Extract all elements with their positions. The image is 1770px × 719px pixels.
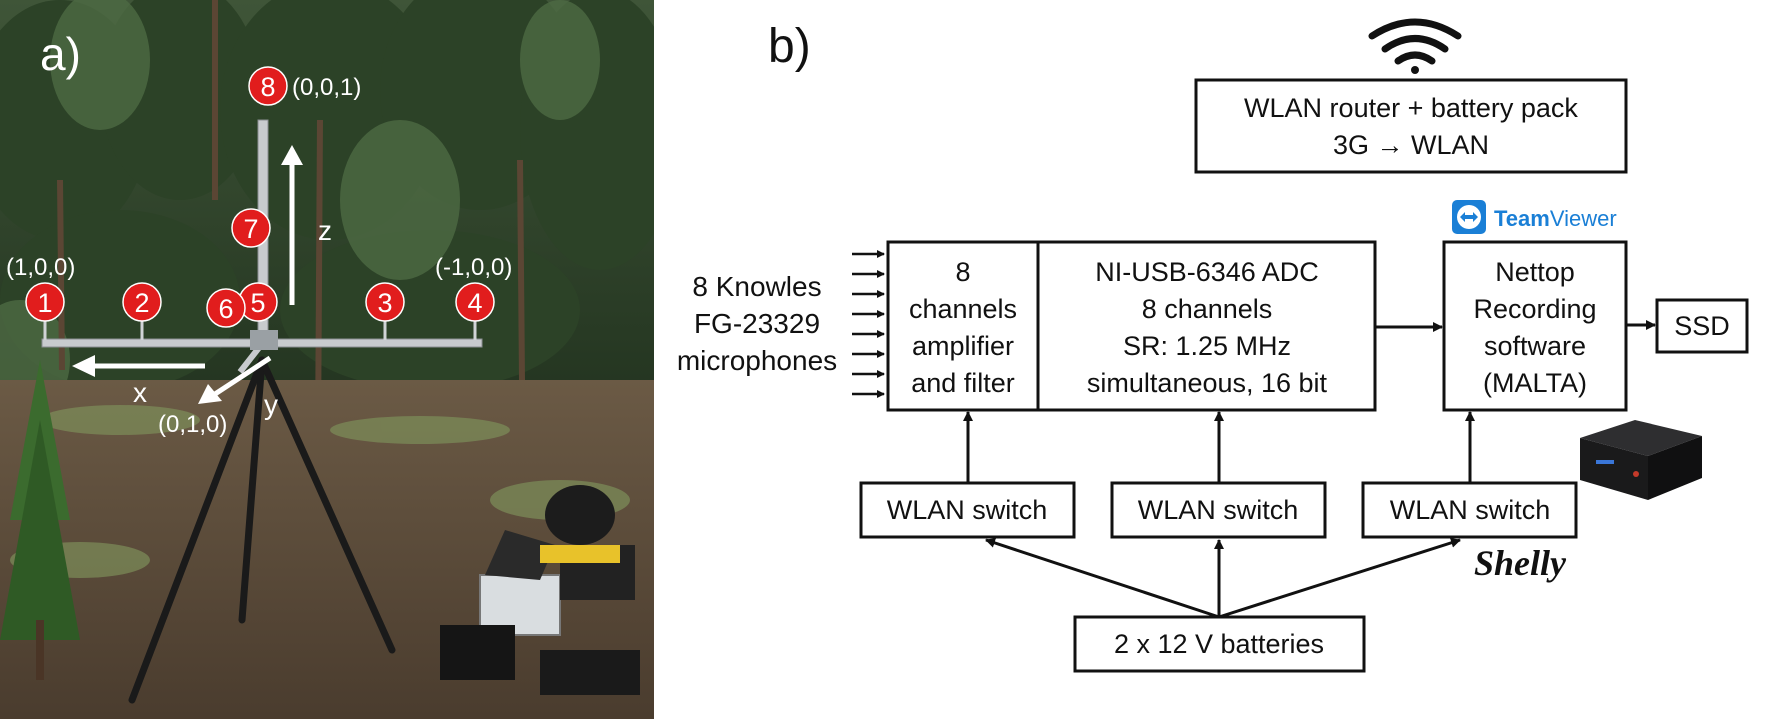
nettop-line-3: software (1484, 331, 1586, 361)
nettop-line-4: (MALTA) (1483, 368, 1587, 398)
panel-a-label: a) (40, 28, 81, 80)
panel-b-label: b) (768, 20, 811, 73)
batteries-box (1073, 615, 1366, 673)
amp-line-3: amplifier (912, 331, 1014, 361)
teamviewer-logo: TeamViewer (1452, 200, 1617, 234)
mic-marker-8: 8 (248, 66, 288, 106)
coord-y-axis: (0,1,0) (158, 411, 227, 438)
nettop-box (1442, 240, 1628, 412)
wifi-icon (1368, 18, 1462, 74)
amp-line-1: 8 (955, 257, 970, 287)
arrow-battery-to-switch3 (1218, 537, 1461, 619)
coord-mic-4: (-1,0,0) (435, 254, 512, 281)
mic-marker-label: 8 (260, 72, 275, 102)
switch-box-3 (1361, 481, 1578, 539)
field-photo: a) z x y (1,0,0) (-1,0,0) (0,0,1) (0,1,0… (0, 0, 654, 719)
coord-mic-1: (1,0,0) (6, 254, 75, 281)
axis-arrows (72, 145, 303, 404)
switch-box-1 (859, 481, 1076, 539)
tree-canopy (0, 0, 654, 390)
adc-line-4: simultaneous, 16 bit (1087, 368, 1328, 398)
teamviewer-viewer: Viewer (1550, 206, 1617, 231)
teamviewer-team: Team (1494, 206, 1550, 231)
svg-text:TeamViewer: TeamViewer (1494, 206, 1617, 231)
switch-label-1: WLAN switch (887, 495, 1048, 525)
mic-marker-label: 4 (467, 288, 482, 318)
mic-label-2: FG-23329 (694, 308, 820, 339)
adc-line-3: SR: 1.25 MHz (1123, 331, 1291, 361)
mic-marker-label: 6 (218, 294, 233, 324)
mic-marker-label: 7 (243, 214, 258, 244)
young-pine (0, 360, 80, 680)
switch-label-3: WLAN switch (1390, 495, 1551, 525)
axis-z-label: z (318, 215, 332, 246)
amp-line-2: channels (909, 294, 1017, 324)
switch-label-2: WLAN switch (1138, 495, 1299, 525)
adc-line-1: NI-USB-6346 ADC (1095, 257, 1319, 287)
arrow-battery-to-switch1 (985, 538, 1220, 619)
amp-adc-box (886, 240, 1377, 412)
ssd-box (1655, 298, 1749, 354)
mic-label-1: 8 Knowles (692, 271, 821, 302)
nettop-line-2: Recording (1473, 294, 1596, 324)
switch-box-2 (1110, 481, 1327, 539)
router-box (1194, 78, 1628, 174)
mic-marker-6: 6 (206, 288, 246, 328)
shelly-logo: Shelly (1474, 543, 1567, 583)
mic-marker-3: 3 (365, 282, 405, 322)
mic-marker-4: 4 (455, 282, 495, 322)
mic-markers: 1 2 3 4 56 7 8 (25, 66, 495, 328)
router-line-1: WLAN router + battery pack (1244, 93, 1578, 123)
nettop-device-icon (1580, 420, 1702, 500)
equipment (440, 485, 640, 695)
mic-marker-label: 2 (134, 288, 149, 318)
axis-x-label: x (133, 377, 147, 408)
mic-marker-7: 7 (231, 208, 271, 248)
tripod (128, 356, 396, 704)
input-arrows (852, 250, 885, 398)
adc-line-2: 8 channels (1142, 294, 1273, 324)
mic-marker-label: 5 (250, 288, 265, 318)
nettop-line-1: Nettop (1495, 257, 1575, 287)
amp-line-4: and filter (911, 368, 1015, 398)
field-photo-panel: a) z x y (1,0,0) (-1,0,0) (0,0,1) (0,1,0… (0, 0, 654, 719)
mic-marker-2: 2 (122, 282, 162, 322)
mic-marker-label: 3 (377, 288, 392, 318)
ssd-label: SSD (1674, 311, 1730, 341)
router-line-2: 3G → WLAN (1333, 130, 1489, 160)
mic-marker-label: 1 (37, 288, 52, 318)
mic-marker-1: 1 (25, 282, 65, 322)
coord-mic-8: (0,0,1) (292, 74, 361, 101)
mic-label-3: microphones (677, 345, 837, 376)
batteries-label: 2 x 12 V batteries (1114, 629, 1324, 659)
axis-y-label: y (264, 389, 278, 420)
